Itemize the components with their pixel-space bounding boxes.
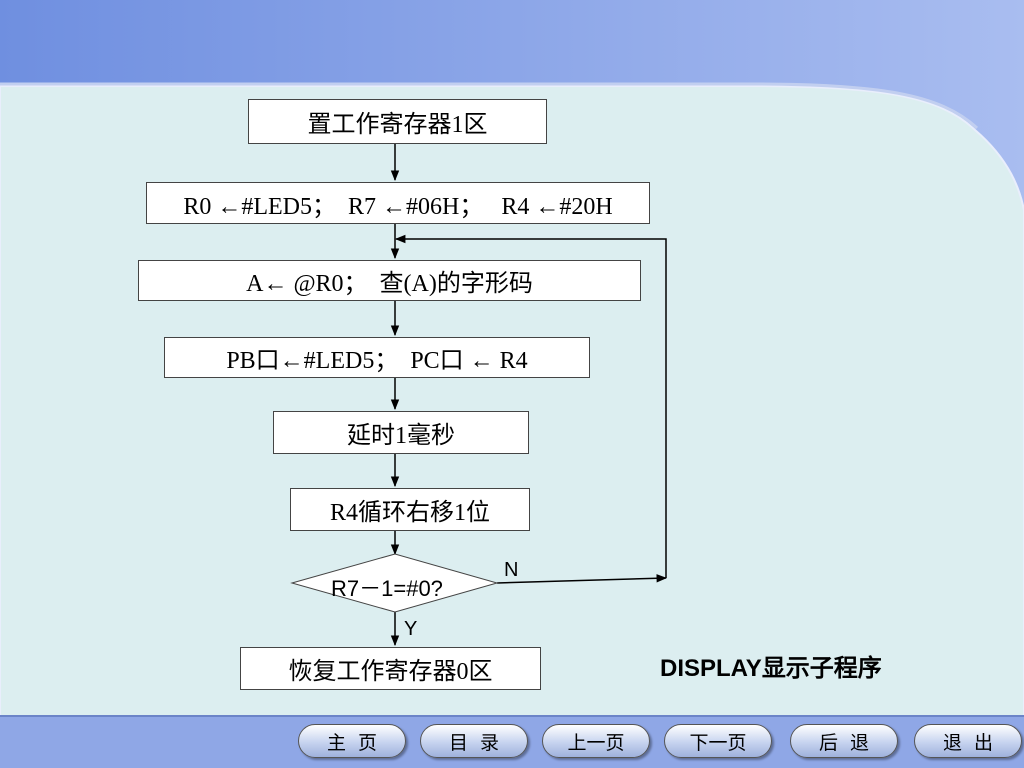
step-select-bank1: 置工作寄存器1区 (248, 99, 547, 144)
decision-diamond (290, 553, 499, 613)
home-button[interactable]: 主 页 (298, 724, 406, 758)
decision-yes-label: Y (404, 618, 418, 640)
subroutine-title: DISPLAY显示子程序 (660, 655, 882, 682)
decision-no-label: N (504, 559, 519, 581)
step-output-ports: PB口←#LED5； PC口 ← R4 (164, 337, 590, 378)
contents-button[interactable]: 目 录 (420, 724, 528, 758)
step-init-registers: R0 ←#LED5； R7 ←#06H； R4 ←#20H (146, 182, 650, 224)
arrow-no (496, 574, 668, 584)
exit-button[interactable]: 退 出 (914, 724, 1022, 758)
step-lookup-code: A← @R0； 查(A)的字形码 (138, 260, 641, 301)
step-restore-bank0: 恢复工作寄存器0区 (240, 647, 541, 690)
prev-page-button[interactable]: 上一页 (542, 724, 650, 758)
header-curve (0, 82, 979, 130)
loop-back (394, 234, 667, 578)
back-button[interactable]: 后 退 (790, 724, 898, 758)
next-page-button[interactable]: 下一页 (664, 724, 772, 758)
step-delay: 延时1毫秒 (273, 411, 529, 454)
flow-connectors (390, 144, 668, 647)
step-rotate: R4循环右移1位 (290, 488, 530, 531)
content-panel (0, 85, 1024, 719)
decision-label: R7－1=#0? (331, 576, 443, 601)
